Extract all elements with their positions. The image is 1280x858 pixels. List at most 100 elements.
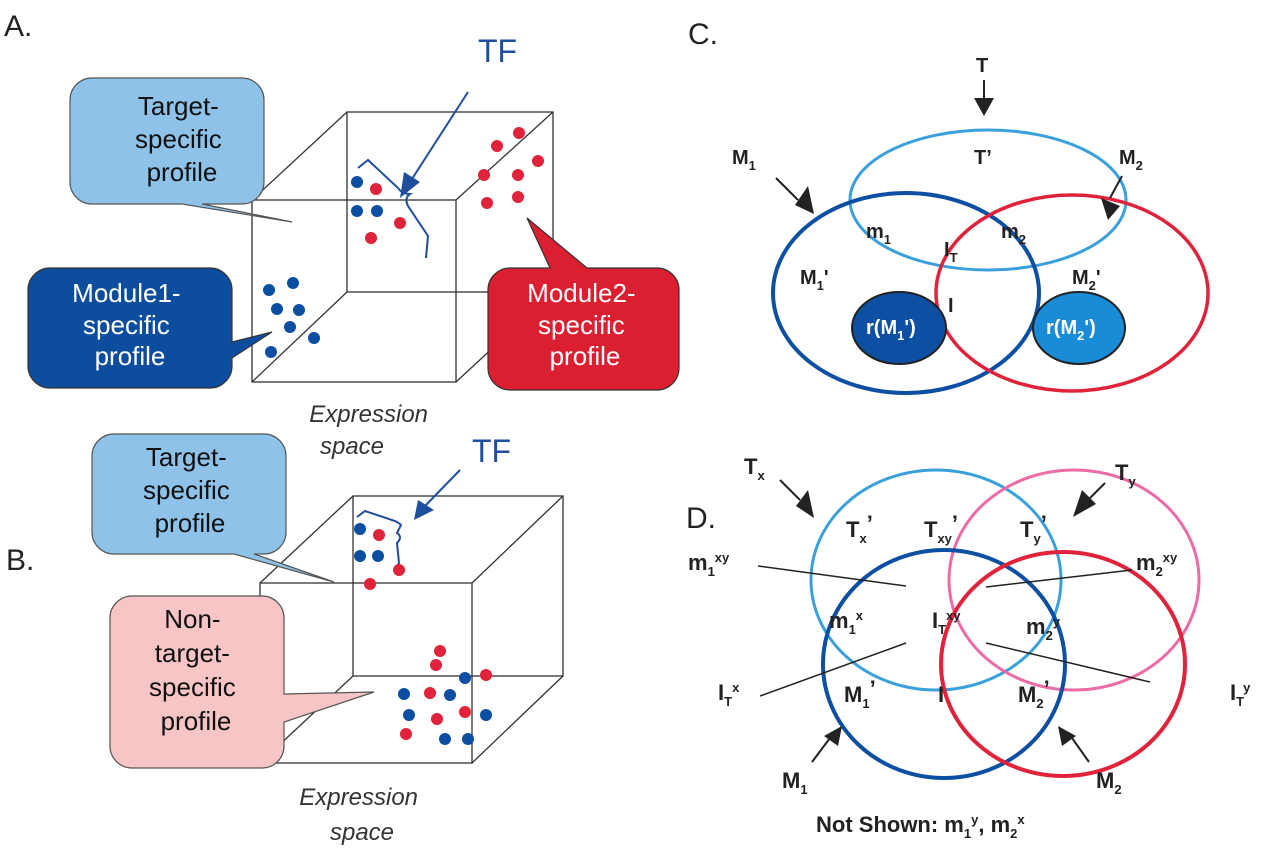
bubble-line: specific [135,124,222,154]
red-dot [400,728,412,740]
bubble-line: target- [155,638,230,668]
panel-c-letter: C. [688,18,718,51]
venn-set-M1 [771,191,1041,395]
panel-b: B. Target- specific profile Non- target- [6,433,564,846]
bubble-line: Target- [146,442,227,472]
blue-dot [403,709,415,721]
label-Ty: Ty [1115,460,1136,489]
blue-dot [372,550,384,562]
panel-b-axis-label: Expression space [299,784,424,846]
target-specific-bubble-b: Target- specific profile [91,433,335,583]
bubble-line: specific [143,475,230,505]
red-dot [478,169,490,181]
tf-label: TF [478,33,517,69]
panel-b-dots [354,523,492,745]
red-dot [512,191,524,203]
label-r-M1: r(M1') [866,317,916,343]
non-target-specific-bubble: Non- target- specific profile [109,595,375,769]
venn-set-Tx [809,468,1063,692]
red-dot [491,140,503,152]
red-dot [434,645,446,657]
blue-dot [263,284,275,296]
panel-a-axis-label: Expression space [309,401,434,460]
bubble-line: Module2- [527,278,635,308]
bubble-line: specific [83,310,170,340]
blue-dot [293,304,305,316]
blue-dot [271,303,283,315]
leader-m1xy [757,565,907,587]
bubble-line: Non- [164,604,220,634]
cube-front-face [251,199,457,383]
leader-m2xy [985,569,1133,588]
blue-dot [308,332,320,344]
panel-b-letter: B. [6,544,34,577]
leader-ITy [985,642,1151,683]
tf-label-b: TF [472,433,511,469]
svg-text:Module2- specific: Module2- specific profile [527,278,643,371]
cube-back-face [346,111,554,293]
label-T-prime: T’ [974,147,992,169]
label-Tx: Tx [744,454,765,483]
blue-dot [371,205,383,217]
bubble-line: Module1- [72,278,180,308]
label-M2: M2 [1119,147,1143,173]
label-Tx-prime: Tx’ [846,511,873,546]
blue-dot [265,346,277,358]
svg-text:Module1- specific: Module1- specific profile [72,278,188,371]
bubble-line: profile [161,706,232,736]
r-M1-region [851,291,947,365]
red-dot [481,197,493,209]
label-M2-prime: M2' [1072,267,1101,293]
blue-dot [354,523,366,535]
blue-dot [462,733,474,745]
red-dot [364,578,376,590]
venn-set-T [848,128,1128,272]
tf-brace [357,158,430,259]
bubble-line: profile [550,341,621,371]
blue-dot [351,176,363,188]
tf-arrow-head-b [414,500,434,520]
tf-arrow-head [400,172,420,198]
label-I: I [948,295,954,317]
red-dot [513,127,525,139]
bubble-line: profile [95,341,166,371]
label-T: T [976,55,988,77]
r-M2-region [1032,291,1126,365]
footnote-not-shown: Not Shown: m1y, m2x [816,812,1025,841]
module2-specific-bubble: Module2- specific profile [487,217,680,391]
label-M1: M1 [732,147,756,173]
label-I: I [938,682,944,707]
red-dot [430,659,442,671]
panel-d: D. Tx Ty Tx’ Txy’ Ty’ m1xy m2xy m1x ITxy… [686,454,1251,841]
target-specific-bubble: Target- specific profile [69,77,293,223]
label-IT: IT [944,239,958,265]
red-dot [370,183,382,195]
label-m1: m1 [866,221,891,247]
bubble-line: specific [538,310,625,340]
label-m1x: m1x [829,608,864,637]
red-dot [480,669,492,681]
panel-a: A. Target- specific profile Module1- spe [4,10,680,460]
blue-dot [480,709,492,721]
label-M1-prime: M1' [800,267,829,293]
venn-set-M2 [934,193,1210,393]
label-ITy: ITy [1230,680,1251,709]
red-dot [424,687,436,699]
red-dot [393,564,405,576]
red-dot [532,155,544,167]
bubble-line: specific [149,672,236,702]
blue-dot [398,688,410,700]
label-r-M2: r(M2') [1046,317,1096,343]
blue-dot [287,277,299,289]
tf-brace-b [356,509,403,570]
tf-arrow-shaft-b [424,469,461,507]
svg-text:Non- target- s: Non- target- specific profile [149,604,243,736]
panel-a-dots [263,127,544,358]
label-M1-prime: M1’ [844,676,876,711]
blue-dot [354,550,366,562]
svg-text:Target- specific: Target- specific profile [135,91,229,187]
blue-dot [459,672,471,684]
red-dot [373,529,385,541]
svg-text:Target- specific: Target- specific profile [143,442,237,538]
